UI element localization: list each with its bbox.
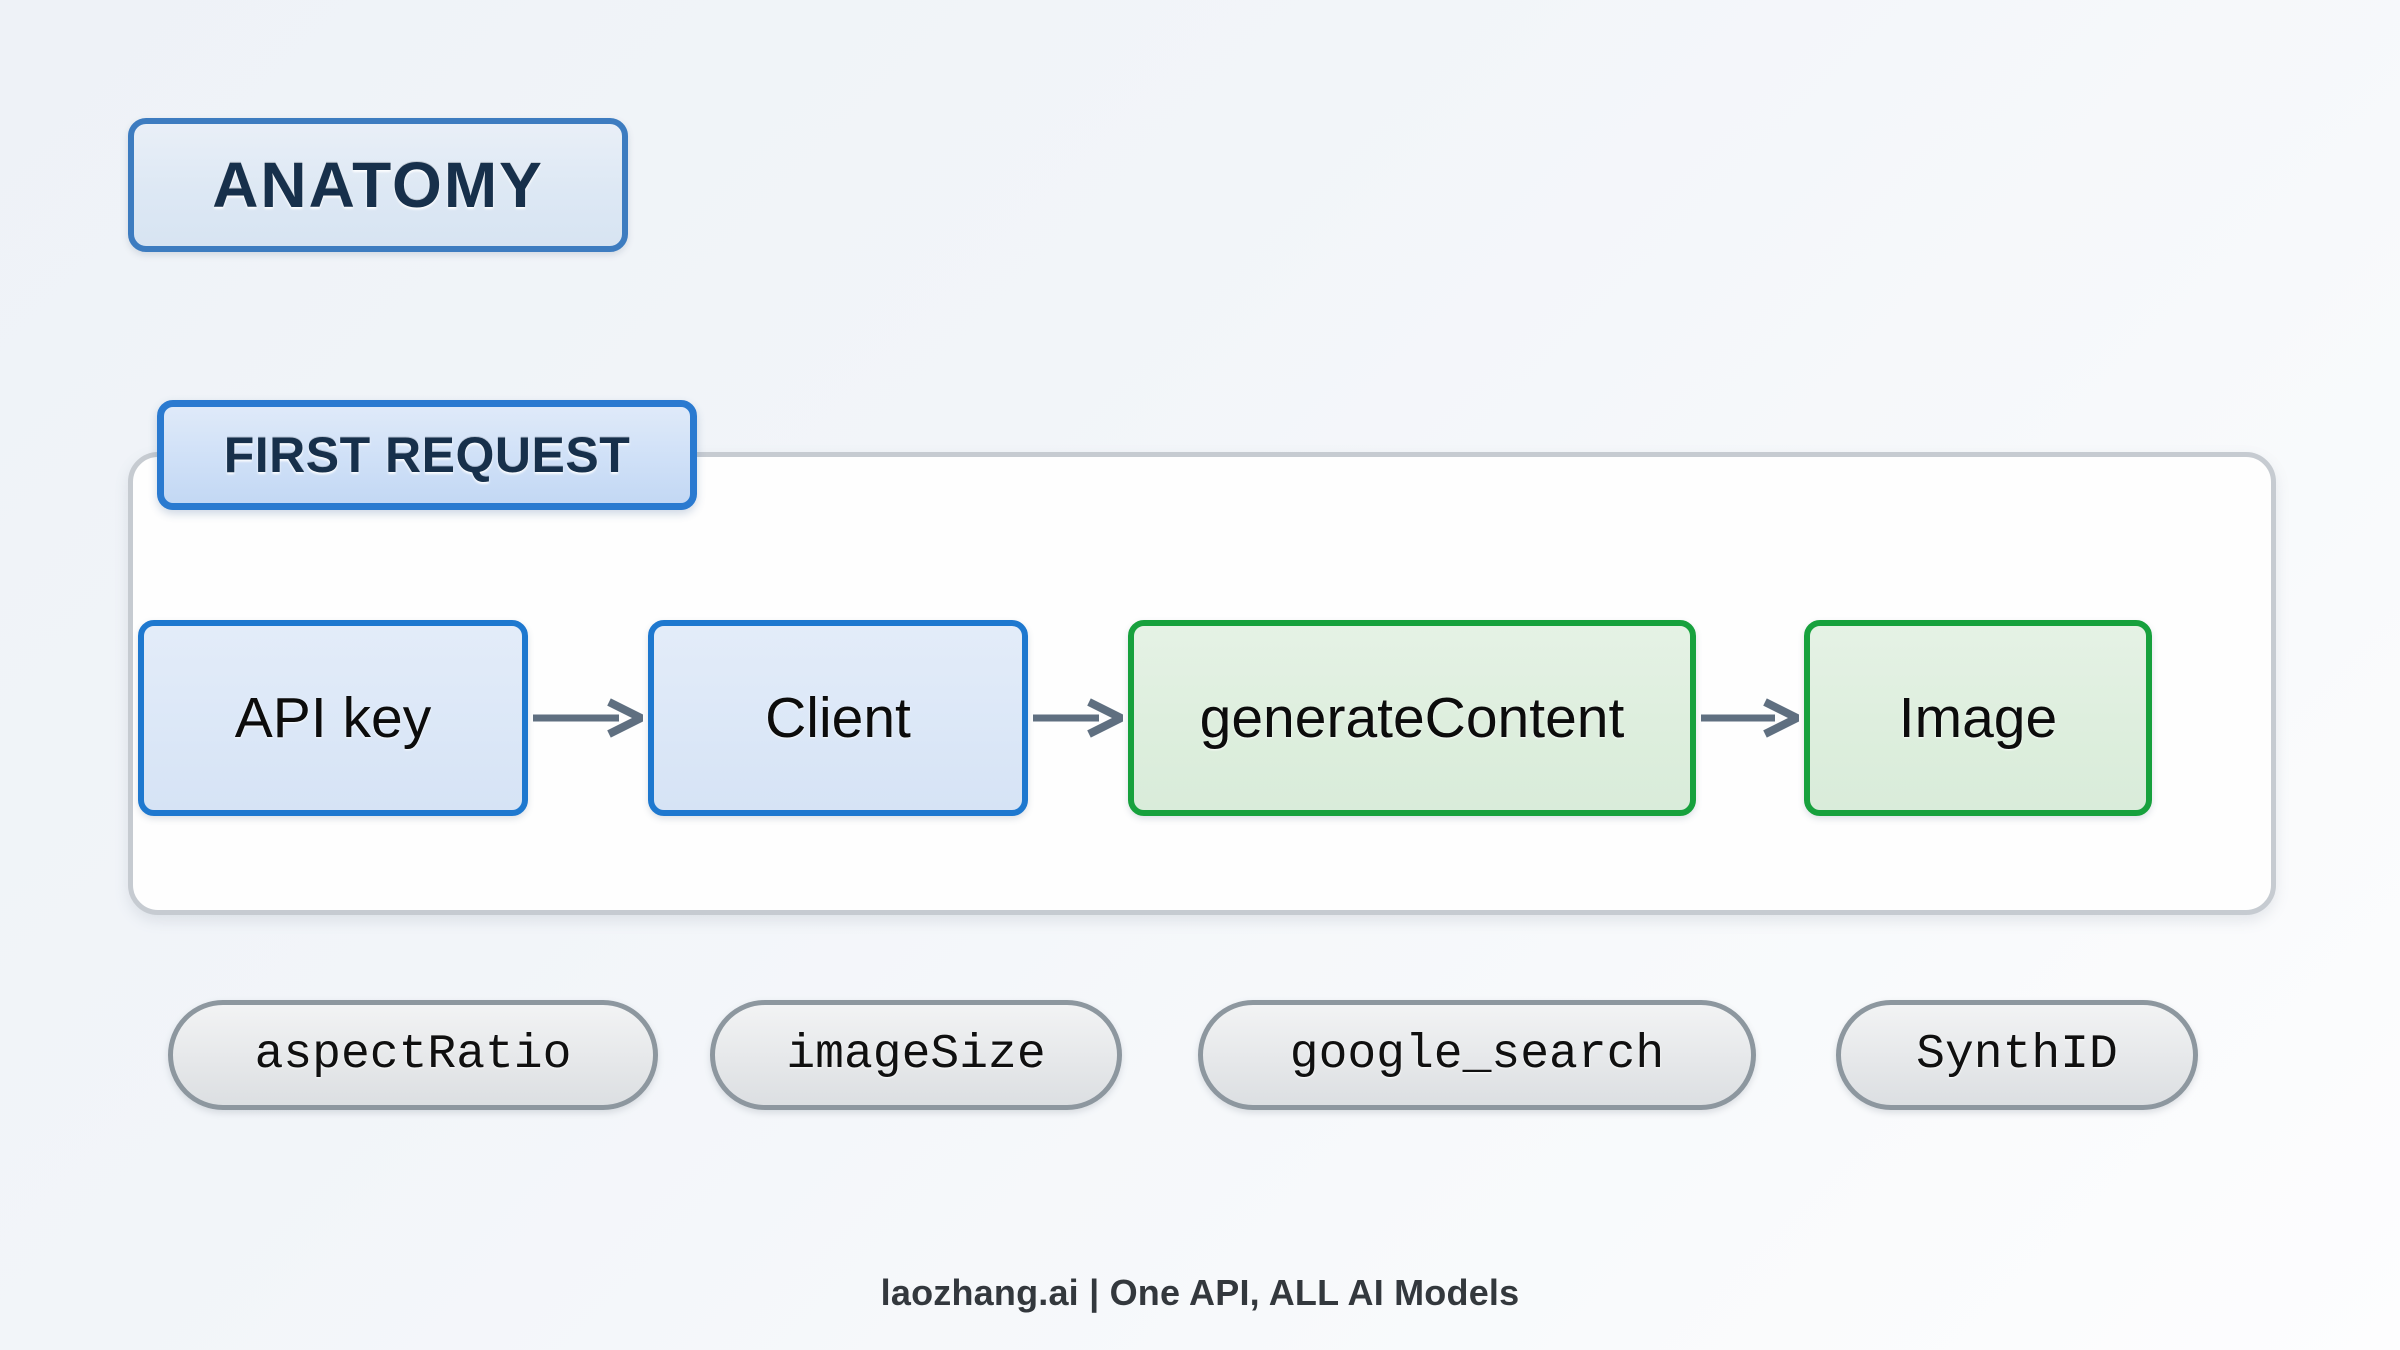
tag-pill-label: google_search	[1289, 1028, 1665, 1082]
flow-node-image[interactable]: Image	[1804, 620, 2152, 816]
tag-pill-google-search[interactable]: google_search	[1198, 1000, 1756, 1110]
tag-pill-synthid[interactable]: SynthID	[1836, 1000, 2198, 1110]
flow-arrow-icon	[1701, 696, 1806, 740]
section-badge-label: FIRST REQUEST	[223, 427, 631, 483]
flow-node-label: generateContent	[1199, 686, 1625, 750]
tag-pill-label: aspectRatio	[254, 1028, 572, 1082]
first-request-badge: FIRST REQUEST	[157, 400, 697, 510]
parameter-tag-row: aspectRatio imageSize google_search SynthID	[128, 1000, 2276, 1160]
flow-node-client[interactable]: Client	[648, 620, 1028, 816]
tag-pill-aspectratio[interactable]: aspectRatio	[168, 1000, 658, 1110]
tag-pill-label: imageSize	[786, 1028, 1046, 1082]
flow-node-generatecontent[interactable]: generateContent	[1128, 620, 1696, 816]
footer-branding-text: laozhang.ai | One API, ALL AI Models	[880, 1272, 1520, 1313]
page-title: ANATOMY	[212, 149, 544, 221]
flow-arrow-icon	[533, 696, 650, 740]
tag-pill-imagesize[interactable]: imageSize	[710, 1000, 1122, 1110]
anatomy-title-badge: ANATOMY	[128, 118, 628, 252]
flow-node-label: API key	[234, 686, 432, 750]
flow-node-label: Client	[765, 686, 911, 750]
flow-node-api-key[interactable]: API key	[138, 620, 528, 816]
tag-pill-label: SynthID	[1916, 1028, 2118, 1082]
flow-arrow-icon	[1033, 696, 1130, 740]
flow-diagram-row: API key Client generateContent Image	[128, 620, 2276, 820]
flow-node-label: Image	[1898, 686, 2058, 750]
footer: laozhang.ai | One API, ALL AI Models	[0, 1272, 2400, 1314]
